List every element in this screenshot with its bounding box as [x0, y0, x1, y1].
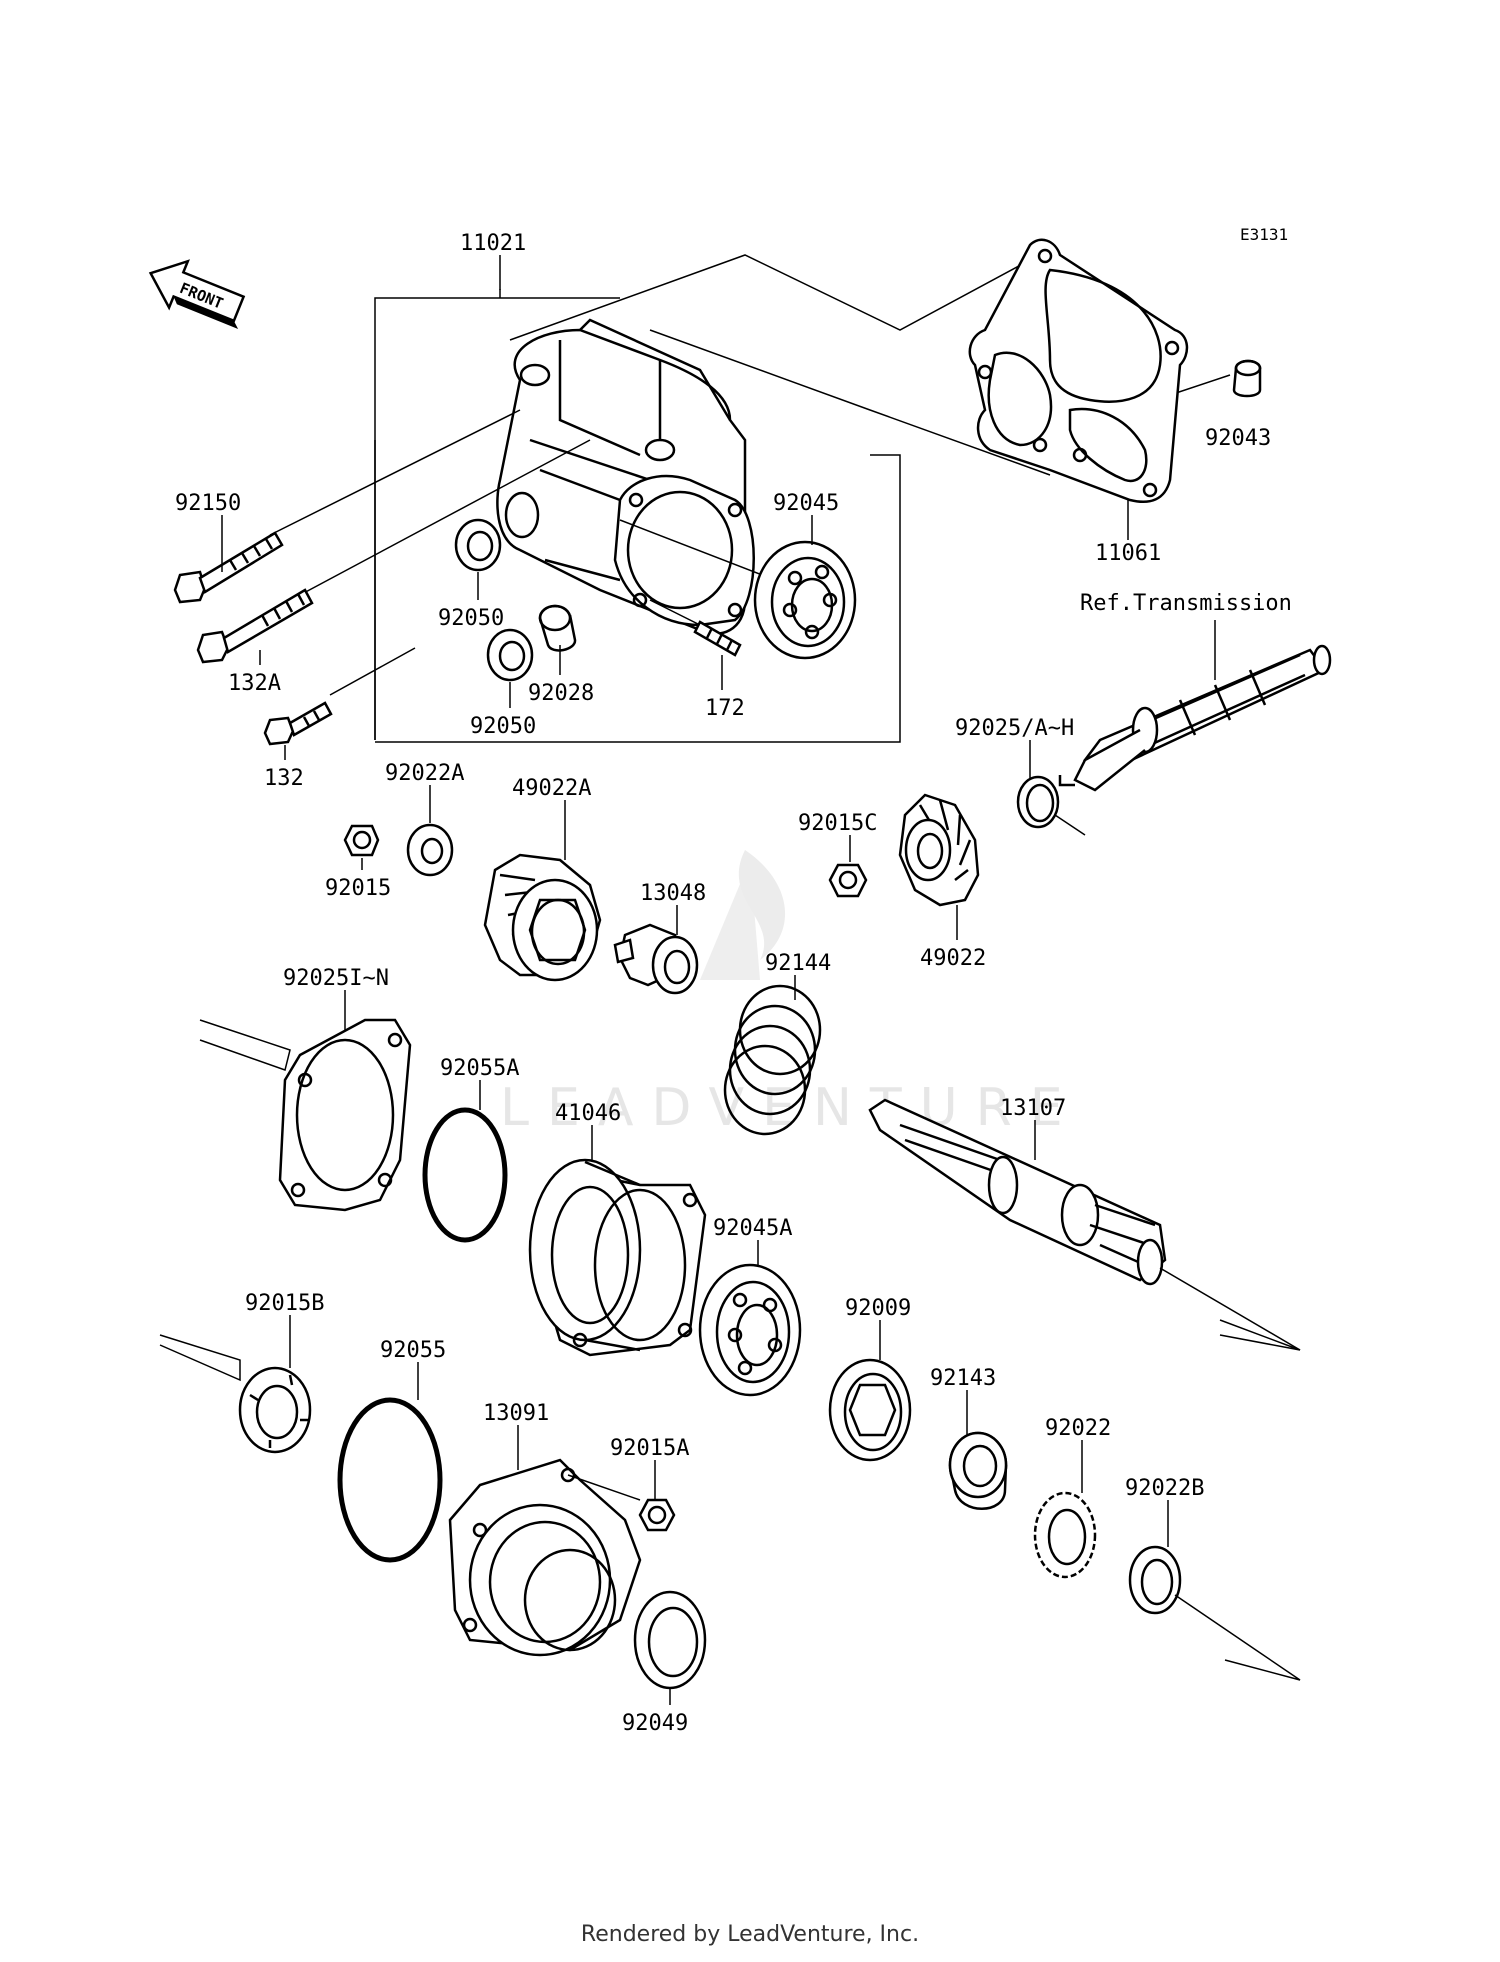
callouts: 11021 11061 92043 92150 92045 92050 9205…	[175, 231, 1292, 1736]
nut-92015A	[638, 1498, 676, 1532]
transmission-shaft	[1058, 620, 1332, 792]
seal-92050-lower	[486, 628, 534, 682]
oil-seal-92009	[828, 1358, 912, 1462]
bevel-gear-49022	[898, 793, 980, 907]
callout-ref-transmission: Ref.Transmission	[1080, 591, 1292, 616]
seal-92049	[633, 1590, 707, 1690]
bolt-92150	[173, 409, 521, 604]
bearing-92045A	[698, 1263, 802, 1397]
dowel-pin-92043	[1232, 359, 1262, 398]
callout-11021: 11021	[460, 231, 526, 256]
gasket-leaders	[509, 254, 1231, 540]
callout-92055A: 92055A	[440, 1056, 519, 1081]
callout-92009: 92009	[845, 1296, 911, 1321]
leader-lines	[221, 255, 1169, 1705]
callout-13107: 13107	[1000, 1096, 1066, 1121]
front-arrow-icon: FRONT	[148, 259, 246, 330]
callout-92022A: 92022A	[385, 761, 464, 786]
callout-92045: 92045	[773, 491, 839, 516]
callout-132: 132	[264, 766, 304, 791]
lock-washer-92022	[1033, 1491, 1097, 1579]
callout-92050-upper: 92050	[438, 606, 504, 631]
callout-92055: 92055	[380, 1338, 446, 1363]
nut-92015B	[159, 1334, 312, 1454]
bearing-92045	[619, 519, 857, 660]
bearing-housing-41046	[528, 1158, 707, 1357]
washer-92025AH	[1016, 740, 1086, 836]
gasket-92025IN	[199, 1018, 412, 1212]
callout-92143: 92143	[930, 1366, 996, 1391]
callout-92045A: 92045A	[713, 1216, 792, 1241]
callout-49022A: 49022A	[512, 776, 591, 801]
watermark: LEADVENTURE	[500, 850, 1081, 1138]
callout-49022: 49022	[920, 946, 986, 971]
gear-case-housing	[496, 318, 755, 635]
nut-92015C	[828, 863, 868, 898]
callout-92050-lower: 92050	[470, 714, 536, 739]
spring-92144	[723, 984, 822, 1136]
callout-92025AH: 92025/A~H	[955, 716, 1074, 741]
callout-132A: 132A	[228, 671, 281, 696]
callout-41046: 41046	[555, 1101, 621, 1126]
bevel-gear-49022A	[483, 853, 602, 982]
diagram-code: E3131	[1240, 225, 1288, 244]
callout-92043: 92043	[1205, 426, 1271, 451]
o-ring-92055	[337, 1397, 443, 1563]
spacer-92143	[948, 1431, 1008, 1510]
washer-92022A	[406, 823, 454, 877]
callout-13048: 13048	[640, 881, 706, 906]
callout-172: 172	[705, 696, 745, 721]
callout-11061: 11061	[1095, 541, 1161, 566]
drive-shaft-13107	[868, 1098, 1301, 1351]
callout-92015A: 92015A	[610, 1436, 689, 1461]
gasket-11061	[968, 238, 1189, 504]
callout-92028: 92028	[528, 681, 594, 706]
footer-credit: Rendered by LeadVenture, Inc.	[580, 1922, 920, 1947]
cover-13091	[448, 1458, 642, 1657]
callout-92015B: 92015B	[245, 1291, 324, 1316]
callout-13091: 13091	[483, 1401, 549, 1426]
callout-92015C: 92015C	[798, 811, 877, 836]
bolt-132A	[196, 439, 591, 664]
watermark-text: LEADVENTURE	[500, 1078, 1081, 1138]
callout-92015: 92015	[325, 876, 391, 901]
seal-92050-upper	[454, 518, 502, 572]
housing-bracket	[374, 289, 901, 743]
callout-92025IN: 92025I~N	[283, 966, 389, 991]
washer-92022B	[1128, 1545, 1301, 1681]
o-ring-92055A	[422, 1107, 508, 1243]
collar-92028	[538, 604, 577, 652]
callout-92144: 92144	[765, 951, 831, 976]
callout-92022: 92022	[1045, 1416, 1111, 1441]
coupling-13048	[613, 923, 699, 995]
callout-92022B: 92022B	[1125, 1476, 1204, 1501]
nut-92015	[343, 824, 380, 857]
bolt-132	[263, 647, 416, 746]
stud-172	[649, 599, 742, 657]
callout-92049: 92049	[622, 1711, 688, 1736]
callout-92150: 92150	[175, 491, 241, 516]
